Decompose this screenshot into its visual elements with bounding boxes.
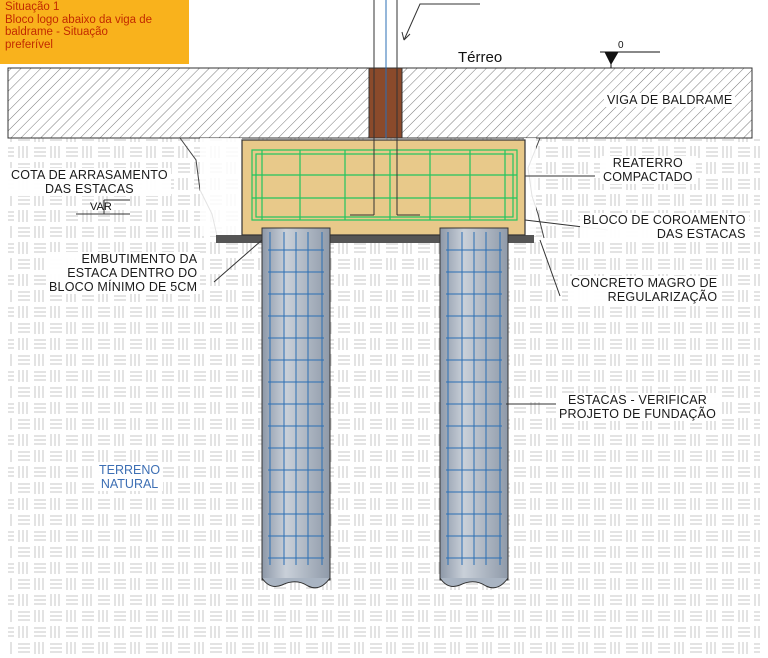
label-backfill-line-1: REATERRO — [612, 156, 683, 170]
label-embed-line-3: BLOCO MÍNIMO DE 5CM — [49, 280, 198, 294]
pile-cap-block — [241, 139, 526, 236]
label-terrain-line-2: NATURAL — [100, 477, 159, 491]
label-terrain-line-1: TERRENO — [99, 463, 161, 477]
label-var: VAR — [90, 201, 112, 213]
label-piles: ESTACAS - VERIFICAR PROJETO DE FUNDAÇÃO — [556, 393, 720, 421]
label-cutoff: COTA DE ARRASAMENTO DAS ESTACAS — [8, 168, 171, 196]
level-marker — [600, 51, 660, 68]
situation-line-4: preferível — [5, 38, 53, 51]
label-embed-line-1: EMBUTIMENTO DA — [81, 252, 198, 266]
lean-concrete-layer — [216, 235, 534, 243]
label-cutoff-line-2: DAS ESTACAS — [45, 182, 134, 196]
label-lean-line-1: CONCRETO MAGRO DE — [571, 276, 718, 290]
label-piles-line-1: ESTACAS - VERIFICAR — [568, 393, 708, 407]
label-piles-line-2: PROJETO DE FUNDAÇÃO — [559, 407, 717, 421]
backfill-zone-left — [200, 138, 242, 236]
backfill-zone-right — [524, 138, 536, 236]
situation-line-2: Bloco logo abaixo da viga de — [5, 13, 153, 26]
situation-note: Situação 1 Bloco logo abaixo da viga de … — [0, 0, 189, 64]
level-name: Térreo — [458, 49, 503, 66]
level-value: 0 — [618, 40, 624, 51]
situation-line-1: Situação 1 — [5, 1, 60, 13]
label-cap-line-2: DAS ESTACAS — [656, 227, 746, 241]
label-terrain: TERRENO NATURAL — [96, 463, 164, 491]
cap-rebar-cage — [251, 149, 518, 221]
label-embed: EMBUTIMENTO DA ESTACA DENTRO DO BLOCO MÍ… — [46, 252, 201, 294]
pile-rebar-cages — [268, 232, 502, 565]
situation-line-3: baldrame - Situação — [5, 26, 108, 38]
label-backfill-line-2: COMPACTADO — [603, 170, 693, 184]
label-embed-line-2: ESTACA DENTRO DO — [67, 266, 198, 280]
label-cap: BLOCO DE COROAMENTO DAS ESTACAS — [580, 213, 749, 241]
label-backfill: REATERRO COMPACTADO — [600, 156, 696, 184]
label-lean-concrete: CONCRETO MAGRO DE REGULARIZAÇÃO — [568, 276, 721, 304]
label-lean-line-2: REGULARIZAÇÃO — [607, 290, 718, 304]
label-beam: VIGA DE BALDRAME — [604, 93, 736, 107]
column-rebar — [350, 0, 420, 216]
label-cap-line-1: BLOCO DE COROAMENTO — [583, 213, 746, 227]
label-cutoff-line-1: COTA DE ARRASAMENTO — [11, 168, 168, 182]
